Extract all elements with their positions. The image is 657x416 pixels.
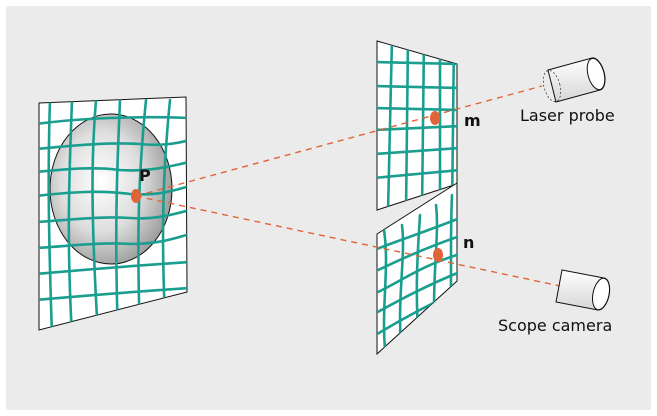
laser-probe-device [542, 57, 606, 103]
point-p-label: P [139, 166, 151, 185]
object-panel [38, 96, 188, 331]
point-m-marker [430, 111, 440, 125]
laser-image-panel [376, 40, 458, 211]
point-p-marker [131, 189, 141, 203]
rays [135, 85, 561, 287]
object-grid [39, 98, 187, 330]
camera-ray [135, 195, 561, 287]
laser-ray [135, 85, 543, 197]
laser-grid [377, 41, 457, 210]
point-n-label: n [463, 233, 475, 252]
camera-image-panel [376, 182, 458, 356]
point-m-label: m [464, 111, 481, 130]
point-n-marker [433, 248, 443, 262]
laser-probe-label: Laser probe [520, 106, 615, 125]
scope-camera-device [555, 269, 611, 311]
scope-camera-label: Scope camera [498, 316, 613, 335]
